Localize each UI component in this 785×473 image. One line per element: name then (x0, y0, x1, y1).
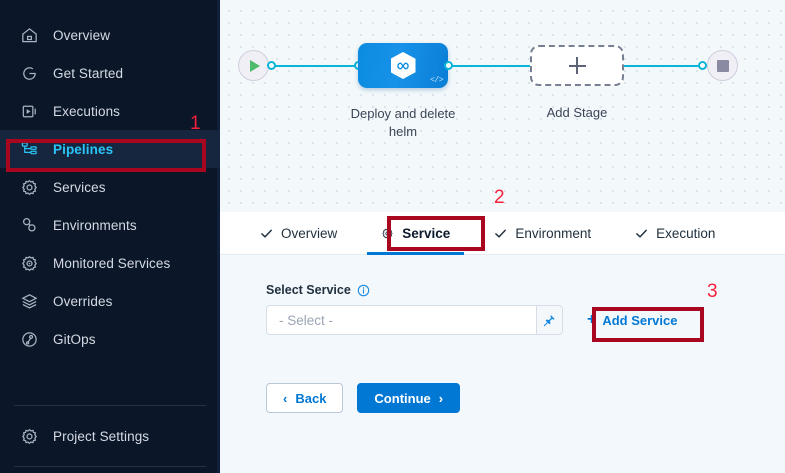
connector-line (622, 65, 702, 67)
pin-icon (543, 314, 555, 326)
service-form: Select Service - Select - (220, 255, 785, 473)
select-service-label: Select Service (266, 283, 351, 297)
tab-label: Environment (515, 225, 592, 241)
sidebar-divider-bottom (14, 466, 206, 467)
sidebar-item-label: GitOps (53, 331, 96, 347)
sidebar-item-label: Overrides (53, 293, 113, 309)
runtime-input-pin-button[interactable] (536, 306, 562, 334)
select-service-control[interactable]: - Select - (266, 305, 563, 335)
house-icon (20, 26, 39, 45)
check-icon (495, 229, 507, 238)
rocket-start-icon (20, 64, 39, 83)
back-button[interactable]: ‹ Back (266, 383, 344, 413)
chevron-right-icon: › (438, 390, 444, 406)
form-actions: ‹ Back Continue › (266, 383, 785, 413)
sidebar-item-label: Monitored Services (53, 255, 171, 271)
gitops-icon (20, 330, 39, 349)
select-service-input[interactable]: - Select - (267, 306, 536, 334)
sidebar-item-label: Services (53, 179, 106, 195)
add-service-button[interactable]: + Add Service (587, 305, 678, 335)
tab-environment[interactable]: Environment (472, 212, 613, 255)
start-node[interactable] (238, 50, 269, 81)
environments-icon (20, 216, 39, 235)
sidebar-item-project-settings[interactable]: Project Settings (0, 417, 220, 455)
stage-tabs: Overview Service Environment Execution (220, 212, 785, 255)
add-stage-label: Add Stage (546, 105, 608, 120)
tab-label: Overview (281, 225, 338, 241)
plus-icon (568, 64, 586, 67)
pipeline-canvas[interactable]: </> Deploy and delete helm Add Stage (220, 0, 785, 212)
sidebar-item-label: Overview (53, 27, 111, 43)
sidebar-item-overrides[interactable]: Overrides (0, 282, 220, 320)
connector-line (448, 65, 533, 67)
play-icon (250, 59, 260, 72)
stage-label: Deploy and delete helm (350, 106, 456, 139)
connector-line (271, 65, 363, 67)
chevron-left-icon: ‹ (283, 390, 288, 406)
tab-label: Execution (656, 225, 716, 241)
sidebar-item-label: Pipelines (53, 141, 114, 157)
sidebar-spacer (0, 358, 220, 394)
info-icon[interactable] (357, 284, 370, 297)
main-panel: </> Deploy and delete helm Add Stage Ove… (220, 0, 785, 473)
sidebar-divider-top (14, 405, 206, 406)
execution-play-box-icon (20, 102, 39, 121)
connector-dot (267, 61, 276, 70)
end-node[interactable] (707, 50, 738, 81)
sidebar: Overview Get Started Executions (0, 0, 220, 473)
sidebar-right-edge (217, 0, 220, 473)
sidebar-item-gitops[interactable]: GitOps (0, 320, 220, 358)
sidebar-item-get-started[interactable]: Get Started (0, 54, 220, 92)
connector-dot (444, 61, 453, 70)
tab-overview[interactable]: Overview (238, 212, 359, 255)
check-icon (261, 229, 272, 238)
sidebar-item-label: Executions (53, 103, 121, 119)
sidebar-item-label: Project Settings (53, 428, 150, 444)
layers-icon (20, 292, 39, 311)
select-service-label-row: Select Service (266, 283, 785, 297)
back-button-label: Back (295, 390, 327, 406)
stop-icon (716, 59, 729, 72)
pipeline-nodes-icon (20, 140, 39, 159)
gear-icon (20, 427, 39, 446)
tab-service[interactable]: Service (359, 212, 472, 255)
check-icon (636, 229, 647, 238)
sidebar-item-services[interactable]: Services (0, 168, 220, 206)
connector-dot (698, 61, 707, 70)
continue-button-label: Continue (374, 390, 431, 406)
code-badge-icon: </> (430, 76, 443, 85)
select-service-row: - Select - + Add Service (266, 305, 785, 335)
sidebar-item-pipelines[interactable]: Pipelines (0, 130, 220, 168)
stage-node-deploy-and-delete-helm[interactable]: </> (358, 43, 448, 88)
add-service-label: Add Service (602, 312, 678, 328)
gear-icon (20, 178, 39, 197)
sidebar-item-monitored-services[interactable]: Monitored Services (0, 244, 220, 282)
sidebar-item-label: Environments (53, 217, 137, 233)
sidebar-item-executions[interactable]: Executions (0, 92, 220, 130)
sidebar-item-overview[interactable]: Overview (0, 16, 220, 54)
add-stage-button[interactable] (530, 45, 624, 86)
gear-icon (382, 227, 393, 239)
harness-hexagon-icon (390, 52, 416, 79)
sidebar-item-label: Get Started (53, 65, 124, 81)
sidebar-item-environments[interactable]: Environments (0, 206, 220, 244)
tab-label: Service (402, 225, 451, 241)
continue-button[interactable]: Continue › (357, 383, 461, 413)
tab-execution[interactable]: Execution (613, 212, 737, 255)
monitored-services-icon (20, 254, 39, 273)
plus-icon: + (587, 311, 597, 328)
